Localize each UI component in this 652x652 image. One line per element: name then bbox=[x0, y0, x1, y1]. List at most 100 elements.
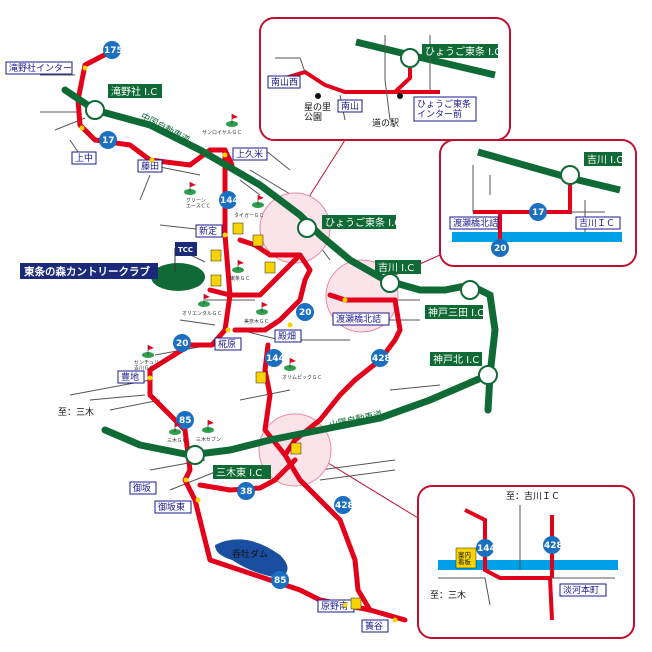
route-shields: 175 17 144 20 20 144 428 85 38 428 85 bbox=[99, 41, 391, 589]
route-85-shield: 85 bbox=[176, 411, 194, 429]
svg-text:椛原: 椛原 bbox=[218, 338, 236, 350]
svg-text:三木東 I.C: 三木東 I.C bbox=[216, 466, 262, 479]
inset3-to-yoshikawa: 至：吉川ＩＣ bbox=[506, 491, 560, 502]
signal-markers bbox=[79, 65, 398, 623]
golf-tiger: タイガーＧＣ bbox=[234, 195, 264, 219]
svg-text:上久米: 上久米 bbox=[236, 148, 263, 160]
inset2-route-a: 17 bbox=[532, 208, 545, 218]
inset2-ic-label: 吉川 I.C bbox=[587, 154, 623, 166]
svg-text:美奈木ＧＣ: 美奈木ＧＣ bbox=[244, 318, 269, 325]
lake bbox=[215, 539, 288, 578]
svg-text:175: 175 bbox=[104, 46, 123, 56]
ic-miki-higashi: 三木東 I.C bbox=[213, 465, 271, 479]
svg-text:サンロイヤルＧＣ: サンロイヤルＧＣ bbox=[202, 130, 242, 136]
svg-text:渡瀬橋北詰: 渡瀬橋北詰 bbox=[336, 313, 381, 325]
label-tonohata: 殿畑 bbox=[274, 329, 302, 343]
ic-takino: 滝野社 I.C bbox=[108, 84, 162, 98]
label-to-miki: 至：三木 bbox=[58, 406, 94, 418]
svg-text:38: 38 bbox=[240, 487, 253, 497]
golf-courses: サンロイヤルＧＣ グリーンエースＣＣ タイガーＧＣ 東条ＧＣ オリエンタルＧＣ … bbox=[134, 114, 322, 444]
label-shinjo: 新定 bbox=[195, 224, 223, 238]
label-takino-inter: 滝野社インター bbox=[5, 61, 73, 75]
route-20-shield: 20 bbox=[296, 303, 314, 321]
club-name: 東条の森カントリークラブ bbox=[24, 265, 150, 278]
svg-text:殿畑: 殿畑 bbox=[278, 330, 296, 342]
svg-text:85: 85 bbox=[179, 416, 192, 426]
route-144-shield-2: 144 bbox=[265, 349, 285, 367]
svg-text:428: 428 bbox=[335, 501, 354, 511]
svg-text:滝野社インター: 滝野社インター bbox=[9, 62, 72, 74]
svg-text:17: 17 bbox=[102, 136, 115, 146]
inset3-to-miki: 至：三木 bbox=[430, 589, 466, 601]
inset1-minamiyama: 南山 bbox=[341, 100, 359, 112]
svg-text:グリーンエースＣＣ: グリーンエースＣＣ bbox=[186, 197, 211, 210]
svg-text:神戸三田 I.C: 神戸三田 I.C bbox=[428, 306, 484, 319]
golf-tojo: 東条ＧＣ bbox=[230, 260, 250, 282]
svg-text:オリムピックＧＣ: オリムピックＧＣ bbox=[282, 375, 322, 381]
svg-text:オリエンタルＧＣ: オリエンタルＧＣ bbox=[182, 310, 222, 317]
inset3-tankawa: 淡河本町 bbox=[563, 584, 599, 596]
route-428-shield-2: 428 bbox=[334, 496, 354, 514]
label-dam: 呑吐ダム bbox=[232, 548, 268, 560]
label-fujita: 藤田 bbox=[137, 159, 163, 173]
golf-oriental: オリエンタルＧＣ bbox=[182, 294, 222, 317]
inset1-ic-label: ひょうご東条 I.C bbox=[425, 45, 501, 58]
expressways bbox=[61, 86, 499, 459]
golf-miki-seven: 三木セブン bbox=[196, 420, 221, 443]
inset-miki: 至：吉川ＩＣ 至：三木 144 428 案内看板 淡河本町 bbox=[417, 485, 635, 639]
chugoku-expressway-label: 中国自動車道 bbox=[139, 110, 192, 146]
svg-text:85: 85 bbox=[274, 576, 287, 586]
svg-text:簀谷: 簀谷 bbox=[365, 620, 383, 632]
label-misaka: 御坂 bbox=[129, 481, 157, 495]
route-38-shield: 38 bbox=[237, 482, 255, 500]
inset-hyogo-tojo: ひょうご東条 I.C 南山西 南山 星の里公園 道の駅 ひょうご東条インター前 bbox=[259, 17, 511, 141]
label-kuwabara: 椛原 bbox=[214, 337, 242, 351]
svg-text:三木セブン: 三木セブン bbox=[196, 436, 221, 443]
route-428-shield: 428 bbox=[371, 349, 391, 367]
ic-kobe-kita: 神戸北 I.C bbox=[430, 352, 482, 366]
svg-text:三木ＧＣ: 三木ＧＣ bbox=[167, 437, 187, 444]
svg-text:滝野社 I.C: 滝野社 I.C bbox=[111, 85, 157, 98]
golf-mikiyoka: 美奈木ＧＣ bbox=[244, 302, 269, 325]
svg-text:御坂: 御坂 bbox=[133, 482, 151, 494]
inset1-minamiyamanishi: 南山西 bbox=[271, 76, 298, 88]
ic-yoshikawa: 吉川 I.C bbox=[375, 260, 421, 274]
route-20-shield-2: 20 bbox=[173, 334, 191, 352]
inset2-route-b: 20 bbox=[494, 244, 507, 254]
svg-text:144: 144 bbox=[266, 354, 285, 364]
inset3-route-a: 144 bbox=[477, 544, 496, 554]
label-harano-minami: 原野南 bbox=[317, 599, 355, 613]
svg-text:428: 428 bbox=[372, 354, 391, 364]
inset1-inter-mae: ひょうご東条インター前 bbox=[417, 98, 471, 120]
svg-text:144: 144 bbox=[220, 196, 239, 206]
ic-kobe-sanda: 神戸三田 I.C bbox=[425, 305, 484, 319]
svg-text:藤田: 藤田 bbox=[141, 160, 159, 172]
svg-text:御坂東: 御坂東 bbox=[158, 501, 185, 513]
club-flag-text: TCC bbox=[178, 246, 193, 254]
golf-sun-royal: サンロイヤルＧＣ bbox=[202, 114, 242, 136]
svg-text:原野南: 原野南 bbox=[321, 600, 348, 612]
golf-miki: 三木ＧＣ bbox=[167, 422, 187, 444]
tojo-no-mori-club: TCC 東条の森カントリークラブ bbox=[20, 242, 205, 291]
golf-century: センチュリー吉川ＧＣ bbox=[134, 345, 164, 372]
ic-hyogo-tojo: ひょうご東条 I.C bbox=[322, 215, 401, 229]
svg-text:上中: 上中 bbox=[75, 152, 93, 164]
sanyo-expressway-label: 山陽自動車道 bbox=[328, 408, 383, 431]
route-17-shield: 17 bbox=[99, 131, 117, 149]
svg-text:豊地: 豊地 bbox=[121, 371, 139, 383]
route-85-shield-2: 85 bbox=[271, 571, 289, 589]
place-labels: 滝野社インター 上中 藤田 上久米 新定 渡瀬橋北詰 殿畑 椛原 豊地 御坂 御… bbox=[5, 61, 390, 633]
svg-text:東条ＧＣ: 東条ＧＣ bbox=[230, 275, 250, 282]
svg-text:タイガーＧＣ: タイガーＧＣ bbox=[234, 212, 264, 219]
label-kanaya: 簀谷 bbox=[361, 619, 389, 633]
label-kaminaka: 上中 bbox=[71, 151, 97, 165]
svg-text:神戸北 I.C: 神戸北 I.C bbox=[433, 353, 479, 366]
route-175-shield: 175 bbox=[103, 41, 123, 59]
label-watase: 渡瀬橋北詰 bbox=[332, 312, 390, 326]
inset-yoshikawa: 吉川 I.C 17 20 渡瀬橋北詰 吉川ＩＣ bbox=[439, 139, 637, 267]
ic-labels: 滝野社 I.C ひょうご東条 I.C 吉川 I.C 神戸三田 I.C 神戸北 I… bbox=[108, 84, 484, 479]
inset1-michi-no-eki: 道の駅 bbox=[372, 117, 399, 129]
route-144-shield: 144 bbox=[219, 191, 239, 209]
svg-text:20: 20 bbox=[176, 339, 189, 349]
